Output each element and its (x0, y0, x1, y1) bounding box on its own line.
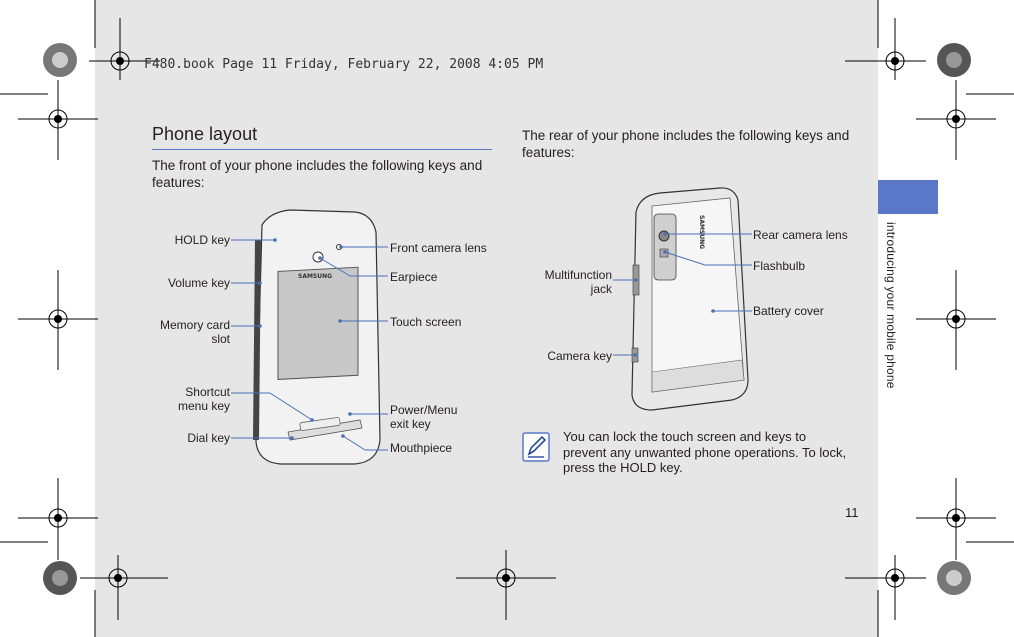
registration-wheel-icon (43, 43, 971, 595)
rear-phone-brand: SAMSUNG (698, 215, 705, 249)
label-power-menu-exit-key: Power/Menu exit key (390, 403, 458, 431)
print-header: F480.book Page 11 Friday, February 22, 2… (144, 57, 544, 72)
label-camera-key: Camera key (547, 349, 612, 363)
label-dial-key: Dial key (187, 431, 230, 445)
label-volume-key: Volume key (167, 276, 230, 290)
hold-key-note: You can lock the touch screen and keys t… (563, 429, 847, 475)
rear-intro: The rear of your phone includes the foll… (522, 128, 850, 160)
leader-lines (231, 233, 752, 451)
front-phone-brand: SAMSUNG (298, 273, 332, 280)
front-intro: The front of your phone includes the fol… (152, 158, 483, 190)
label-rear-camera-lens: Rear camera lens (753, 228, 848, 242)
front-phone-illustration: SAMSUNG (253, 209, 381, 465)
label-hold-key: HOLD key (174, 233, 230, 247)
section-tab-label: introducing your mobile phone (884, 222, 898, 389)
label-earpiece: Earpiece (390, 270, 438, 284)
note-pencil-icon (522, 432, 550, 462)
label-flashbulb: Flashbulb (753, 259, 806, 273)
label-memory-card-slot: Memory card slot (159, 318, 230, 346)
section-title: Phone layout (152, 124, 258, 144)
label-shortcut-menu-key: Shortcut menu key (177, 385, 230, 413)
rear-phone-illustration: SAMSUNG (631, 187, 749, 411)
label-multifunction-jack: Multifunction jack (544, 268, 612, 296)
section-tab (878, 180, 938, 214)
title-rule (152, 149, 492, 150)
label-front-camera-lens: Front camera lens (390, 241, 487, 255)
label-battery-cover: Battery cover (753, 304, 824, 318)
page-background (95, 0, 878, 637)
label-mouthpiece: Mouthpiece (390, 441, 453, 455)
label-touch-screen: Touch screen (390, 315, 462, 329)
page-number: 11 (845, 505, 859, 520)
